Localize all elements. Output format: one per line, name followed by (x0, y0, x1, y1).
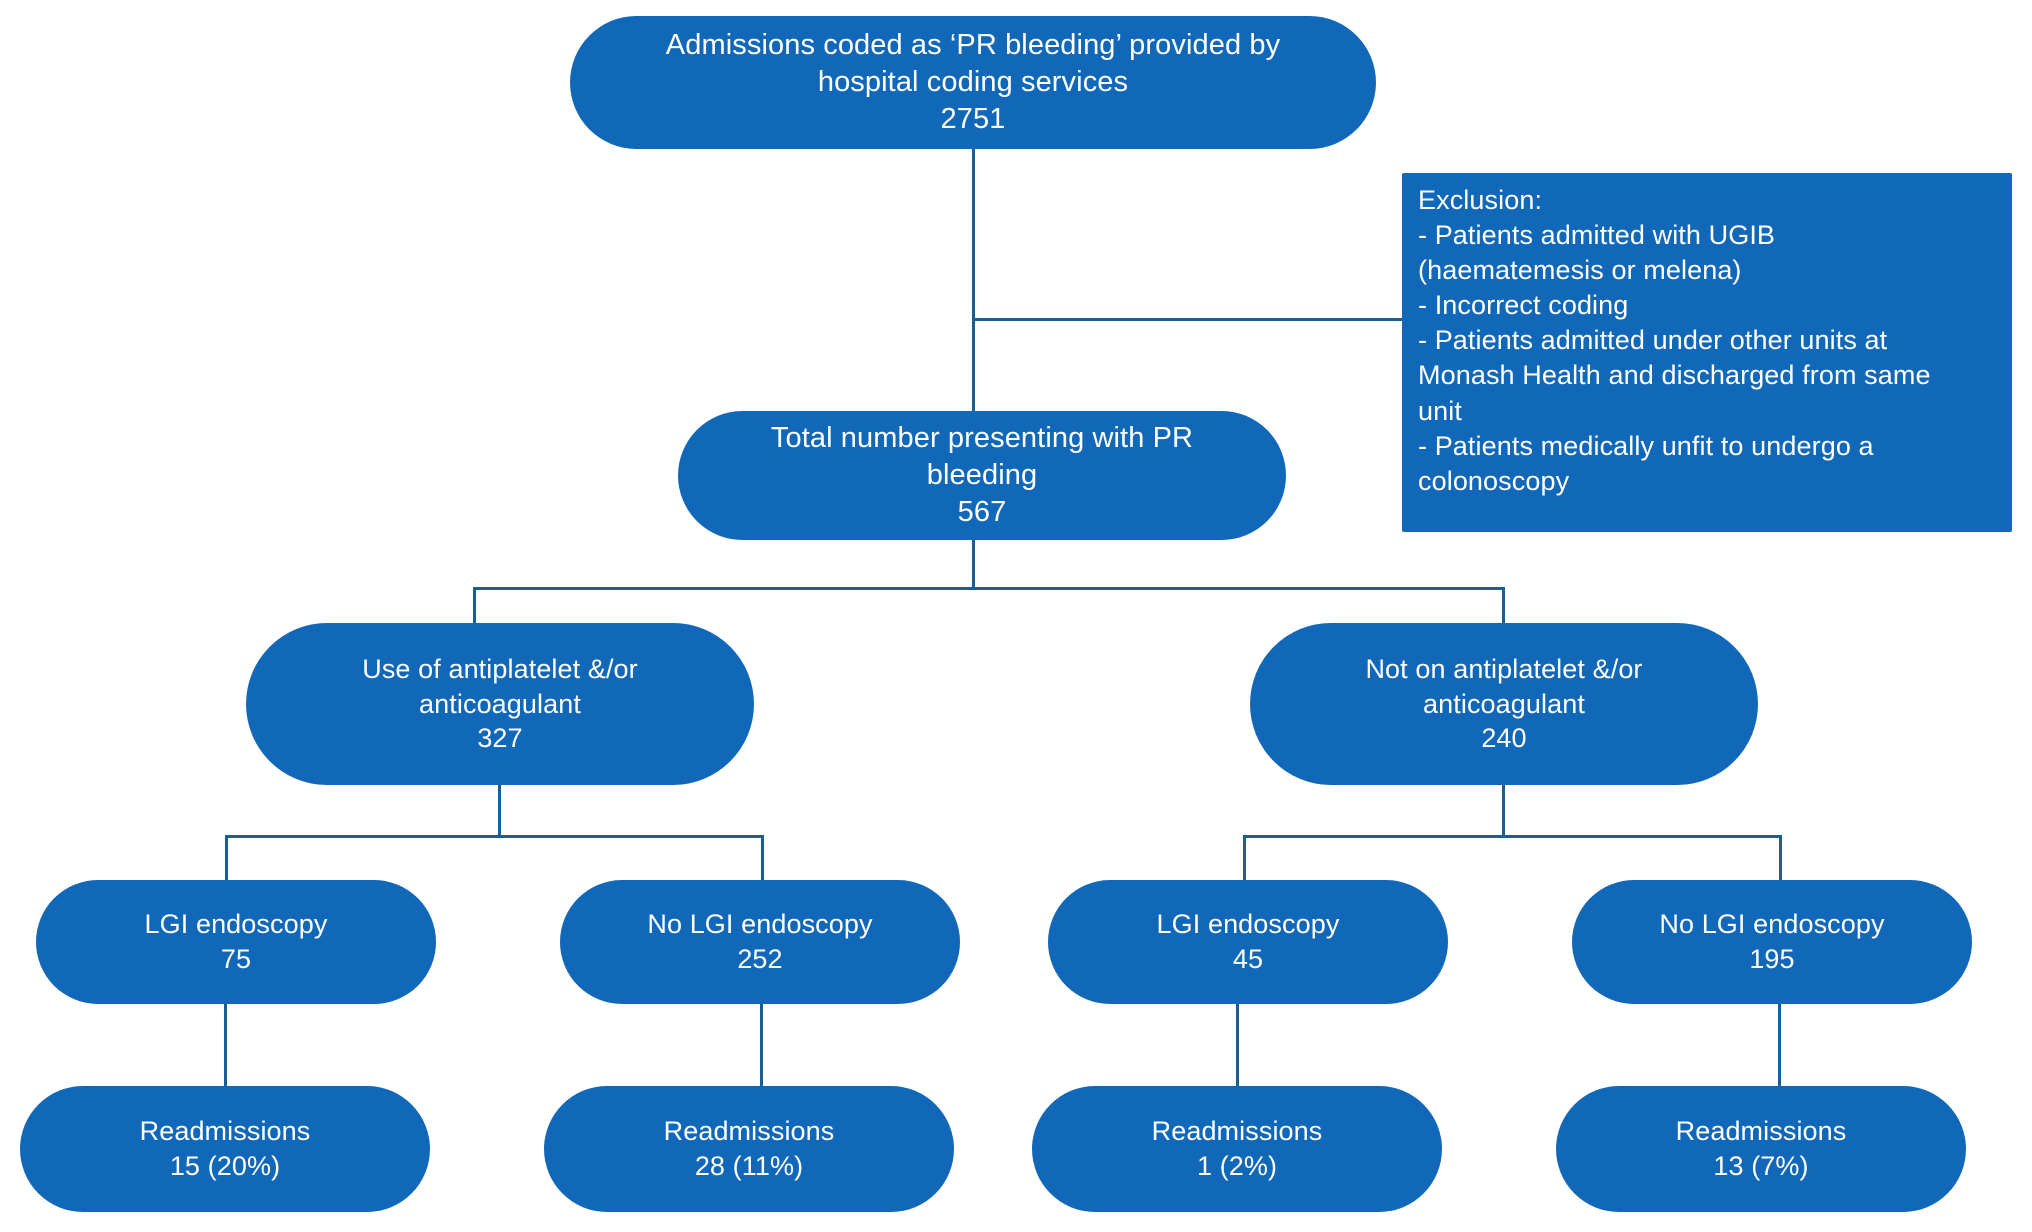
node-not-on-antiplatelet-anticoagulant: Not on antiplatelet &/or anticoagulant 2… (1250, 623, 1758, 785)
connector-no-antiplatelet-split (1243, 835, 1782, 838)
connector-admissions-to-exclusion (972, 318, 1404, 321)
connector-total-split (473, 587, 1505, 590)
node-no-lgi-endoscopy-no-antiplatelet: No LGI endoscopy 195 (1572, 880, 1972, 1004)
connector-admissions-down (972, 148, 975, 320)
node-use-of-antiplatelet-anticoagulant: Use of antiplatelet &/or anticoagulant 3… (246, 623, 754, 785)
connector-antiplatelet-split (225, 835, 764, 838)
connector-no-antiplatelet-down (1502, 783, 1505, 837)
connector-total-to-antiplatelet (473, 587, 476, 627)
connector-total-to-no-antiplatelet (1502, 587, 1505, 627)
node-no-lgi-endoscopy-antiplatelet: No LGI endoscopy 252 (560, 880, 960, 1004)
node-readmissions-no-lgi-no-antiplatelet: Readmissions 13 (7%) (1556, 1086, 1966, 1212)
connector-antiplatelet-down (498, 783, 501, 837)
node-total-presenting-pr-bleeding: Total number presenting with PR bleeding… (678, 411, 1286, 540)
connector-nolgi-noanti-to-readmissions (1778, 1002, 1781, 1090)
connector-no-antiplatelet-to-nolgi (1779, 835, 1782, 885)
node-lgi-endoscopy-antiplatelet: LGI endoscopy 75 (36, 880, 436, 1004)
node-readmissions-lgi-antiplatelet: Readmissions 15 (20%) (20, 1086, 430, 1212)
node-lgi-endoscopy-no-antiplatelet: LGI endoscopy 45 (1048, 880, 1448, 1004)
connector-admissions-to-total (972, 318, 975, 414)
connector-total-down (972, 540, 975, 590)
connector-no-antiplatelet-to-lgi (1243, 835, 1246, 885)
connector-lgi-noanti-to-readmissions (1236, 1002, 1239, 1090)
connector-lgi-anti-to-readmissions (224, 1002, 227, 1090)
connector-nolgi-anti-to-readmissions (760, 1002, 763, 1090)
node-exclusion-criteria: Exclusion: - Patients admitted with UGIB… (1402, 173, 2012, 532)
node-readmissions-lgi-no-antiplatelet: Readmissions 1 (2%) (1032, 1086, 1442, 1212)
connector-antiplatelet-to-lgi (225, 835, 228, 885)
node-readmissions-no-lgi-antiplatelet: Readmissions 28 (11%) (544, 1086, 954, 1212)
node-admissions-coded-pr-bleeding: Admissions coded as ‘PR bleeding’ provid… (570, 16, 1376, 149)
connector-antiplatelet-to-nolgi (761, 835, 764, 885)
